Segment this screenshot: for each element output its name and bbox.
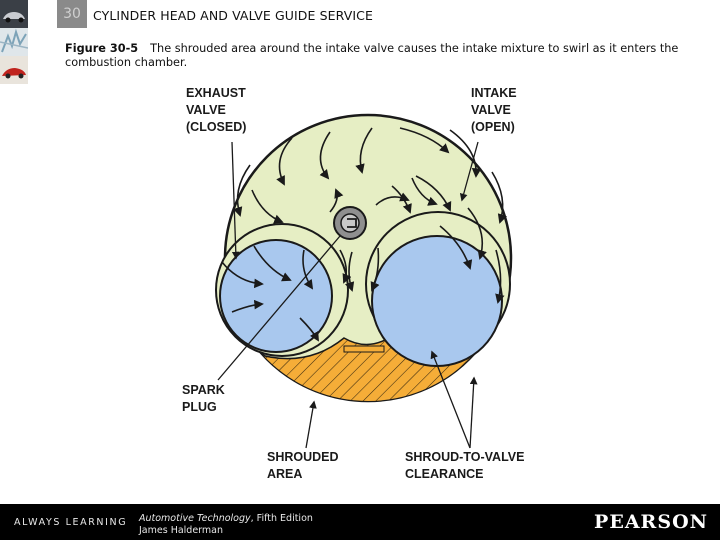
car-thumbnail-top [0,0,28,28]
spark-plug [333,206,367,240]
book-title: Automotive Technology [139,513,251,524]
exhaust-valve-label: EXHAUST VALVE (CLOSED) [186,86,249,134]
figure-caption-text: The shrouded area around the intake valv… [65,42,679,69]
figure-number: Figure 30-5 [65,42,139,55]
chapter-title: CYLINDER HEAD AND VALVE GUIDE SERVICE [93,8,374,23]
swirl-arrows [221,127,507,342]
shrouded-area-label: SHROUDED AREA [267,450,342,481]
chapter-number-badge: 30 [57,0,87,28]
shroud-step [343,345,385,353]
shroud-clearance-label: SHROUD-TO-VALVE CLEARANCE [405,450,528,481]
chapter-thumbnail-strip [0,0,28,84]
intake-valve [371,235,503,367]
book-edition: , Fifth Edition [250,513,313,524]
brand-tagline: ALWAYS LEARNING [14,517,128,528]
red-car-thumbnail [0,56,28,84]
book-credit: Automotive Technology, Fifth Edition Jam… [139,513,313,537]
footer-bar: ALWAYS LEARNING Automotive Technology, F… [0,504,720,540]
book-author: James Halderman [139,525,224,536]
publisher-logo: PEARSON [594,511,708,533]
engine-thumbnail [0,28,28,56]
callout-lines [217,141,479,449]
combustion-chamber-diagram: EXHAUST VALVE (CLOSED) INTAKE VALVE (OPE… [182,86,528,481]
spark-plug-label: SPARK PLUG [182,383,228,414]
intake-valve-label: INTAKE VALVE (OPEN) [471,86,520,134]
